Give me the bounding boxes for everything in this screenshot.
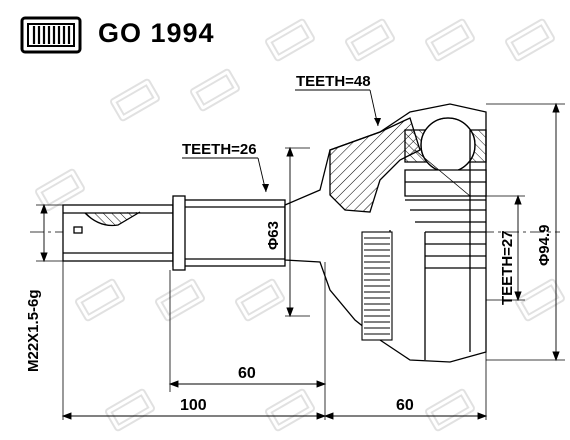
teeth-inner-label: TEETH=27 [499, 230, 516, 305]
abs-ring [361, 231, 393, 341]
part-code: GO 1994 [98, 18, 215, 48]
len-60-upper-label: 60 [238, 365, 256, 382]
splined-shaft [172, 195, 286, 271]
dia-small-label: Φ63 [265, 221, 282, 250]
thread-label: M22X1.5-6g [25, 289, 42, 372]
teeth-shaft-label: TEETH=26 [182, 141, 257, 158]
teeth-outer-label: TEETH=48 [296, 73, 371, 90]
threaded-end [62, 204, 174, 262]
dia-large-label: Φ94.9 [536, 224, 553, 266]
brand-logo [20, 16, 82, 54]
len-60-lower-label: 60 [396, 397, 414, 414]
len-100-label: 100 [180, 397, 207, 414]
watermark [35, 18, 565, 432]
